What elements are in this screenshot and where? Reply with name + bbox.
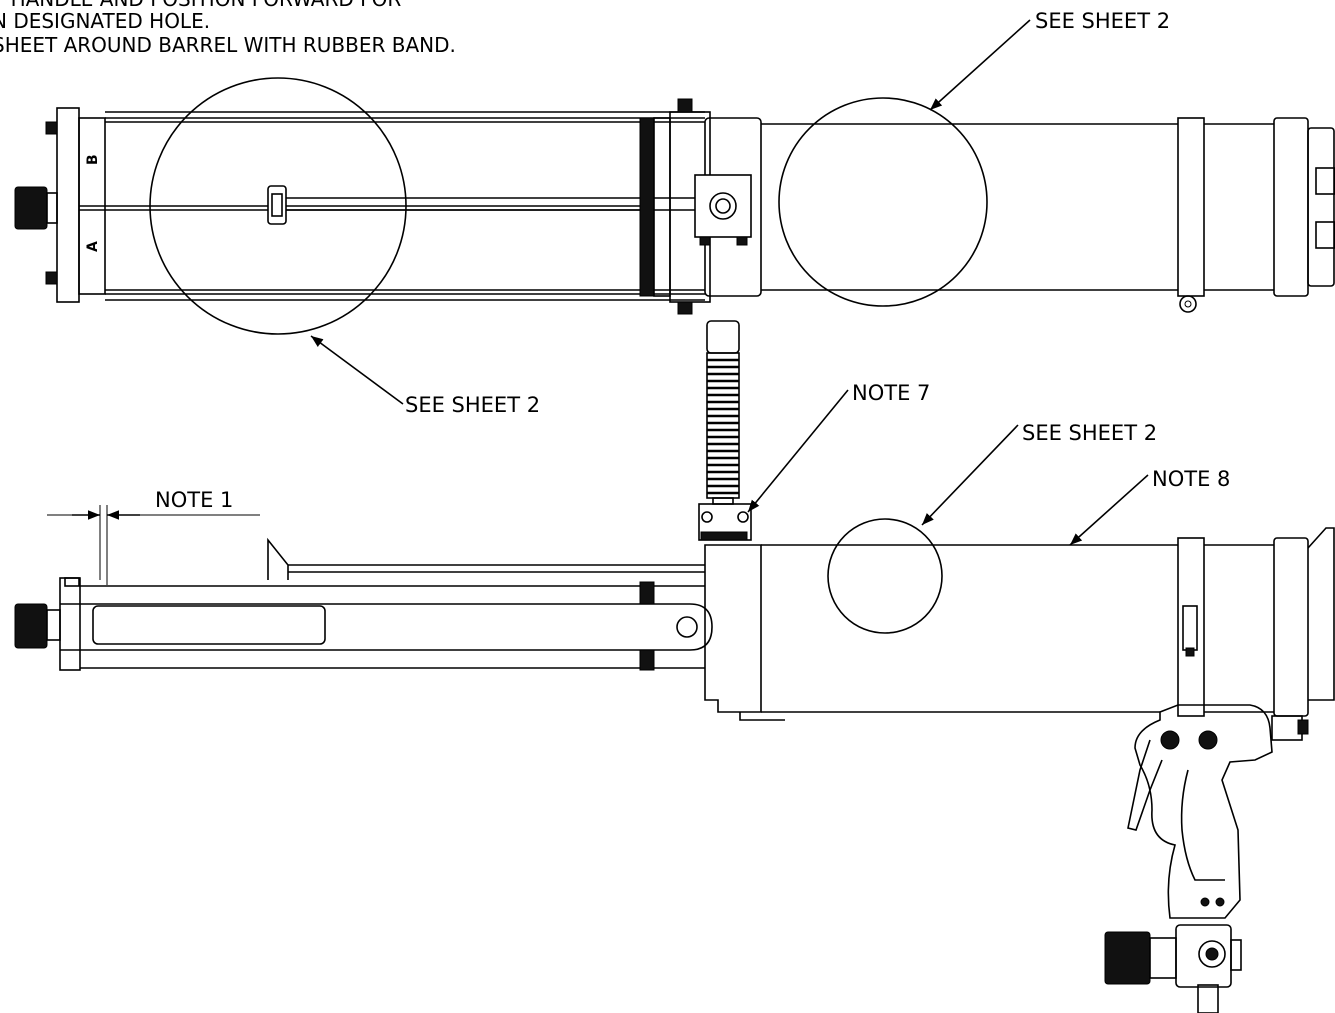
- handle-grip-top: [706, 320, 740, 354]
- detail-circle-top-right: [778, 97, 988, 307]
- see-sheet-mid-label: SEE SHEET 2: [1022, 421, 1157, 445]
- callouts-side: NOTE 7 SEE SHEET 2 NOTE 8: [747, 381, 1230, 546]
- note-8-label: NOTE 8: [1152, 467, 1230, 491]
- regulator-knob: [1104, 931, 1151, 985]
- side-barrel-ring: [1177, 537, 1205, 717]
- plunger-disc-inner: [271, 193, 283, 217]
- top-barrel-end-cap: [1273, 117, 1309, 297]
- top-yoke-bolt-top: [677, 98, 693, 113]
- side-knob: [14, 603, 48, 649]
- top-ratchet: [639, 117, 655, 297]
- see-sheet-top-right-label: SEE SHEET 2: [1035, 9, 1170, 33]
- top-bolt-upper: [45, 121, 58, 135]
- label-a: A: [85, 241, 101, 252]
- detail-circle-left: [149, 77, 407, 335]
- handle-ribs: [707, 358, 739, 495]
- grip-screw-2: [1198, 730, 1218, 750]
- detail-circle-mid: [827, 518, 943, 634]
- grip-screw-1: [1160, 730, 1180, 750]
- side-barrel-collar: [704, 544, 762, 713]
- side-end-plate: [59, 577, 81, 671]
- follower-plate: [267, 537, 289, 580]
- plunger-disc: [267, 185, 287, 225]
- note-1-label: NOTE 1: [155, 488, 233, 512]
- air-regulator: [1175, 924, 1232, 988]
- top-bolt-lower: [45, 271, 58, 285]
- note-7-label: NOTE 7: [852, 381, 930, 405]
- notes-block: T HANDLE AND POSITION FORWARD FOR N DESI…: [0, 0, 456, 57]
- top-barrel-ring: [1177, 117, 1205, 297]
- side-view: NOTE 1: [14, 320, 1335, 1013]
- note-line-2: N DESIGNATED HOLE.: [0, 9, 210, 33]
- note-line-1: T HANDLE AND POSITION FORWARD FOR: [0, 0, 401, 11]
- callouts-top: SEE SHEET 2 SEE SHEET 2: [310, 9, 1170, 417]
- side-barrel-end-cap: [1273, 537, 1309, 717]
- see-sheet-left-label: SEE SHEET 2: [405, 393, 540, 417]
- top-knob: [14, 186, 48, 230]
- top-view: B A: [14, 77, 1335, 335]
- top-yoke-bolt-bottom: [677, 301, 693, 315]
- side-frame-bar: [60, 603, 713, 651]
- label-b: B: [85, 154, 101, 165]
- note-line-3: SHEET AROUND BARREL WITH RUBBER BAND.: [0, 33, 456, 57]
- side-label-plate: [92, 605, 326, 645]
- top-end-plate: [56, 107, 80, 303]
- top-knob-collar: [46, 192, 58, 224]
- pistol-grip: [1134, 704, 1273, 919]
- top-clamp-block: [694, 174, 752, 238]
